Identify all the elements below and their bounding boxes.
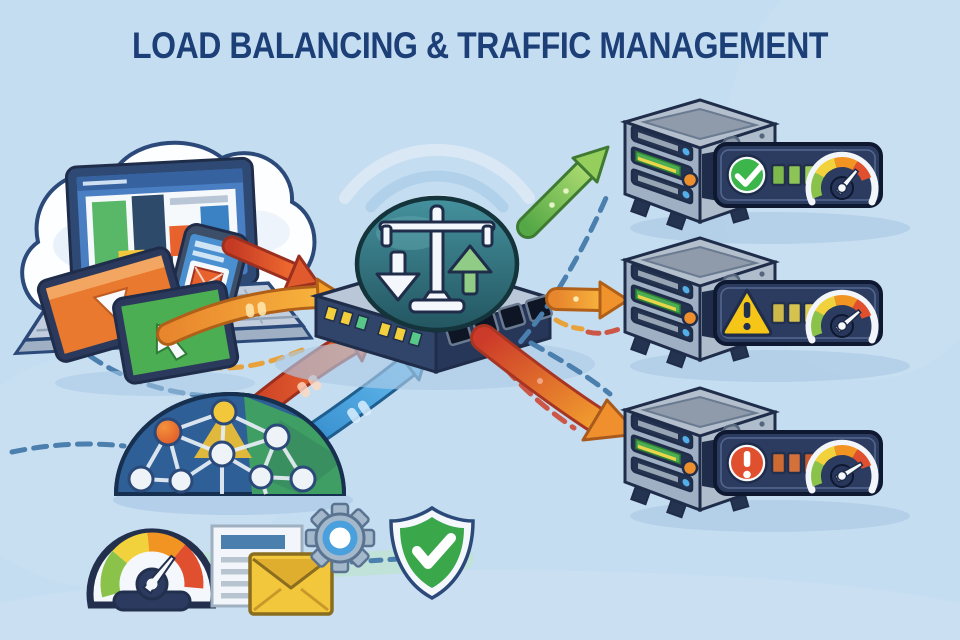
check-circle-icon — [726, 154, 768, 196]
traffic-arrow-red-top — [221, 235, 320, 291]
alert-circle-icon — [726, 442, 768, 484]
shield-check-icon — [389, 505, 475, 600]
up-arrow-icon — [447, 244, 493, 296]
globe-network-icon — [113, 392, 353, 515]
gear-icon — [304, 502, 376, 574]
server-2 — [623, 236, 910, 382]
globe-node-orange — [153, 417, 183, 447]
server-1 — [623, 98, 910, 244]
balance-scale-orb — [354, 195, 520, 333]
dashed-line-to-server-2-yellow — [553, 317, 585, 332]
email-envelope-icon — [248, 552, 334, 616]
warning-triangle-icon — [721, 288, 773, 337]
status-panel-warning — [700, 280, 883, 346]
outbound-arrow-green — [516, 145, 610, 239]
status-panel-overloaded — [700, 430, 883, 496]
globe-node-yellow — [210, 398, 238, 426]
server-3 — [623, 386, 910, 532]
status-panel-healthy — [700, 142, 883, 208]
outbound-arrow-red-orange — [470, 324, 640, 442]
balance-scale-icon — [378, 204, 496, 314]
speedometer-icon — [86, 528, 218, 612]
dashed-line-to-server-1 — [503, 195, 609, 361]
dashed-line-to-server-2-red — [585, 325, 625, 336]
outbound-arrow-orange — [545, 280, 630, 320]
page-title: LOAD BALANCING & TRAFFIC MANAGEMENT — [132, 25, 829, 66]
dashed-line-globe-left — [9, 441, 127, 455]
dashed-line-to-server-3-blue — [528, 340, 613, 397]
down-arrow-icon — [375, 250, 421, 302]
